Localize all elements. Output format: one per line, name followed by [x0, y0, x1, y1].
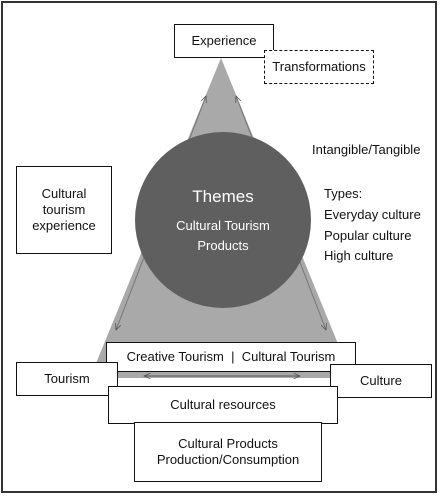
tourism-box: Tourism: [16, 362, 118, 396]
type-high: High culture: [324, 248, 394, 264]
types-heading: Types:: [324, 186, 363, 201]
creative-cultural-tourism-label: Creative Tourism | Cultural Tourism: [126, 348, 336, 364]
diagram-frame: [1, 1, 437, 493]
culture-label: Culture: [360, 372, 402, 388]
type-everyday: Everyday culture: [324, 206, 421, 222]
themes-sub-line-2: Products: [197, 238, 249, 253]
tourism-label: Tourism: [44, 370, 90, 386]
creative-cultural-tourism-box: Creative Tourism | Cultural Tourism: [106, 342, 356, 372]
cte-line-1: Cultural: [41, 185, 87, 201]
intangible-tangible-label: Intangible/Tangible: [312, 142, 421, 157]
transformations-label: Transformations: [272, 58, 366, 74]
experience-box: Experience: [174, 24, 274, 58]
cultural-products-line-2: Production/Consumption: [156, 452, 300, 467]
cultural-products-box: Cultural Products Production/Consumption: [134, 422, 322, 482]
transformations-box: Transformations: [264, 50, 374, 84]
types-list: Types: Everyday culture Popular culture …: [324, 184, 421, 267]
cultural-tourism-experience-box: Cultural tourism experience: [16, 166, 112, 254]
cultural-products-line-1: Cultural Products: [178, 435, 278, 451]
cte-line-3: experience: [32, 218, 96, 234]
cultural-resources-box: Cultural resources: [108, 386, 338, 424]
type-popular: Popular culture: [324, 227, 412, 243]
themes-sub-line-1: Cultural Tourism: [176, 218, 270, 233]
themes-circle: [135, 132, 311, 308]
experience-label: Experience: [191, 32, 257, 48]
culture-box: Culture: [330, 364, 432, 398]
cte-line-2: tourism: [42, 201, 86, 217]
cultural-resources-label: Cultural resources: [170, 396, 276, 412]
themes-title: Themes: [192, 187, 254, 206]
